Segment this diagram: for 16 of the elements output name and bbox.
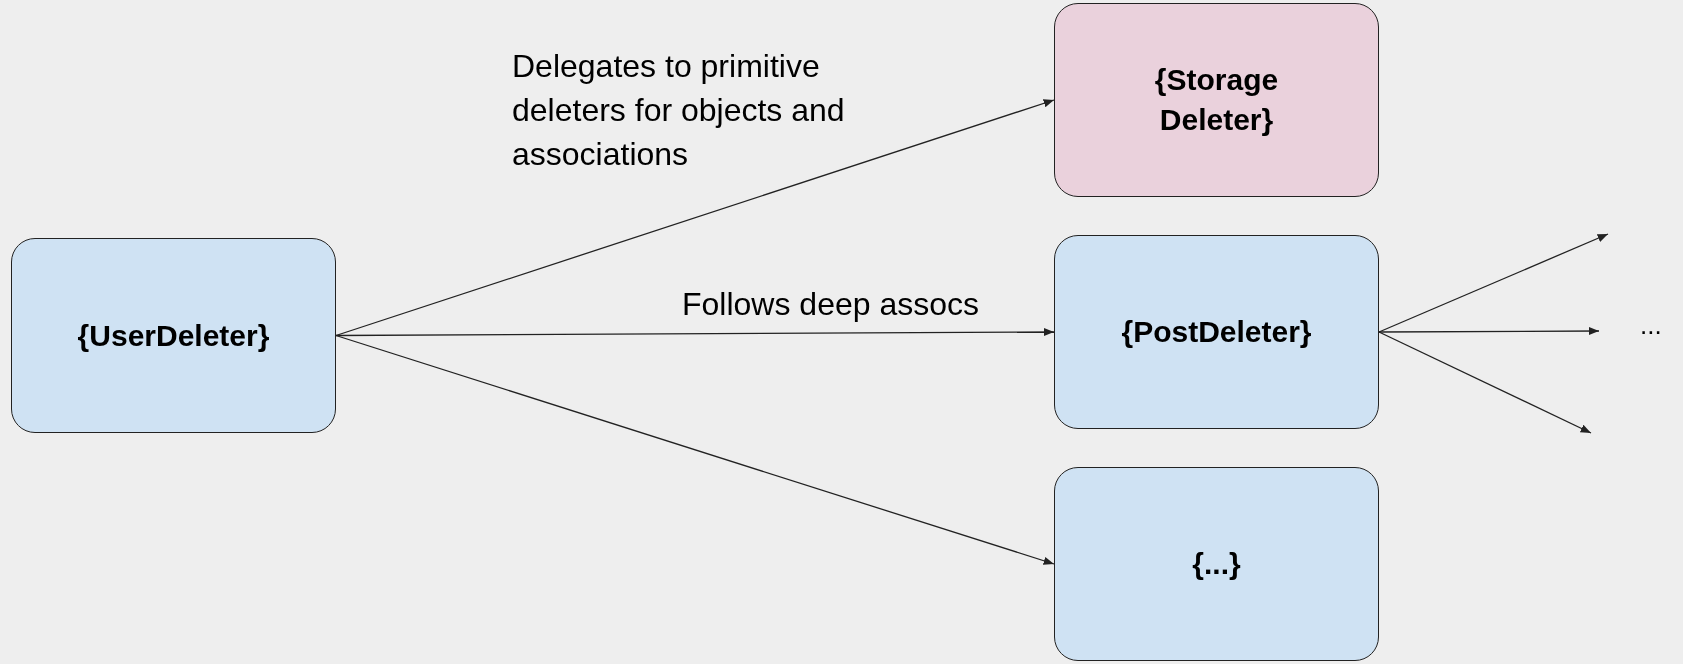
process-box xyxy=(1054,3,1379,197)
box-label: {...} xyxy=(1191,546,1242,582)
arrow xyxy=(1378,233,1609,333)
arrow xyxy=(335,327,1055,337)
box-label: {UserDeleter} xyxy=(76,317,271,354)
edge-label: Delegates to primitive deleters for objects and associations xyxy=(512,47,846,174)
process-box xyxy=(1054,235,1379,429)
ellipsis-label: ... xyxy=(1640,309,1662,342)
box-label: {PostDeleter} xyxy=(1120,314,1313,350)
arrow xyxy=(1378,326,1600,336)
arrow xyxy=(335,334,1055,565)
process-box xyxy=(11,238,336,433)
process-box xyxy=(1054,467,1379,661)
box-label: {Storage Deleter} xyxy=(1153,62,1280,138)
arrow xyxy=(335,99,1055,337)
arrow xyxy=(1378,331,1592,434)
